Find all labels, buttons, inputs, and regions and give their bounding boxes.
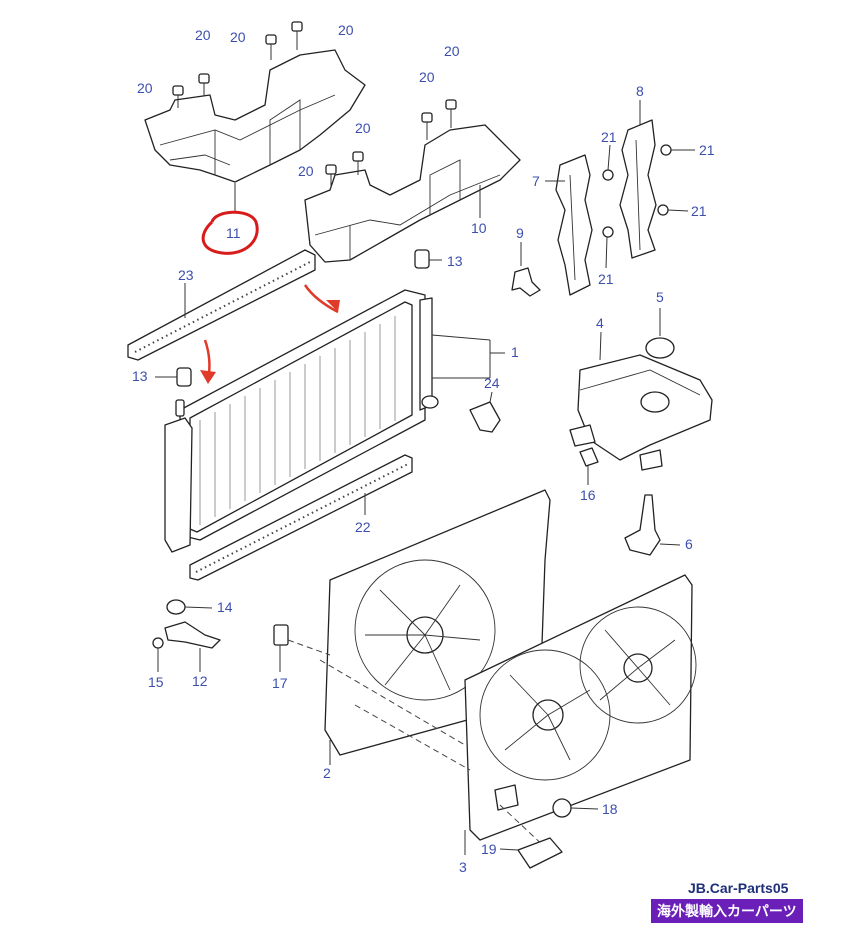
bolt-15 (152, 637, 164, 672)
foam-strip-23 (127, 249, 316, 361)
side-seal-7 (555, 154, 593, 296)
callout-14: 14 (217, 599, 233, 615)
callout-9: 9 (516, 225, 524, 241)
callout-20c: 20 (338, 22, 354, 38)
callout-12: 12 (192, 673, 208, 689)
callout-20b: 20 (230, 29, 246, 45)
callout-13b: 13 (132, 368, 148, 384)
callout-20g: 20 (355, 120, 371, 136)
callout-5: 5 (656, 289, 664, 305)
callout-21c: 21 (691, 203, 707, 219)
red-arrows (200, 284, 340, 384)
air-deflector-right (304, 124, 521, 263)
callout-10: 10 (471, 220, 487, 236)
callout-21b: 21 (699, 142, 715, 158)
callout-11: 11 (226, 225, 241, 241)
bolt-20-group-right (325, 99, 457, 188)
sensor-6 (624, 494, 681, 556)
callout-21d: 21 (598, 271, 614, 287)
highlight-circle (201, 210, 259, 255)
callout-labels: 1 2 3 4 5 6 7 8 9 10 11 12 13 13 14 15 1… (132, 22, 715, 875)
callout-13a: 13 (447, 253, 463, 269)
callout-2: 2 (323, 765, 331, 781)
callout-15: 15 (148, 674, 164, 690)
callout-21a: 21 (601, 129, 617, 145)
nut-18 (552, 798, 599, 818)
foam-strip-22 (189, 454, 413, 581)
callout-3: 3 (459, 859, 467, 875)
callout-23: 23 (178, 267, 194, 283)
callout-1: 1 (511, 344, 519, 360)
callout-20e: 20 (444, 43, 460, 59)
tank-cap-5 (645, 308, 675, 359)
lower-bracket-12 (164, 621, 221, 672)
watermark-badge: 海外製輸入カーパーツ (651, 899, 803, 923)
callout-20d: 20 (137, 80, 153, 96)
resistor-19 (499, 837, 563, 869)
clip-21-group (545, 100, 695, 269)
callout-22: 22 (355, 519, 371, 535)
callout-16: 16 (580, 487, 596, 503)
callout-18: 18 (602, 801, 618, 817)
bracket-17 (273, 624, 331, 672)
callout-20h: 20 (298, 163, 314, 179)
callout-6: 6 (685, 536, 693, 552)
callout-20f: 20 (419, 69, 435, 85)
side-seal-8 (619, 119, 657, 259)
callout-17: 17 (272, 675, 288, 691)
callout-8: 8 (636, 83, 644, 99)
bolt-16 (579, 447, 599, 485)
radiator-1 (164, 289, 505, 553)
watermark-title: JB.Car-Parts05 (688, 880, 789, 896)
expansion-tank-4 (569, 331, 713, 471)
plug-13 (155, 249, 442, 387)
air-deflector-left (144, 49, 366, 183)
bolt-20-group-left (172, 21, 303, 108)
callout-4: 4 (596, 315, 604, 331)
bush-14 (166, 599, 213, 615)
callout-20a: 20 (195, 27, 211, 43)
clip-9 (511, 242, 541, 297)
callout-24: 24 (484, 375, 500, 391)
callout-7: 7 (532, 173, 540, 189)
fan-shroud-3 (464, 574, 697, 855)
drain-plug-24 (469, 391, 501, 433)
callout-19: 19 (481, 841, 497, 857)
